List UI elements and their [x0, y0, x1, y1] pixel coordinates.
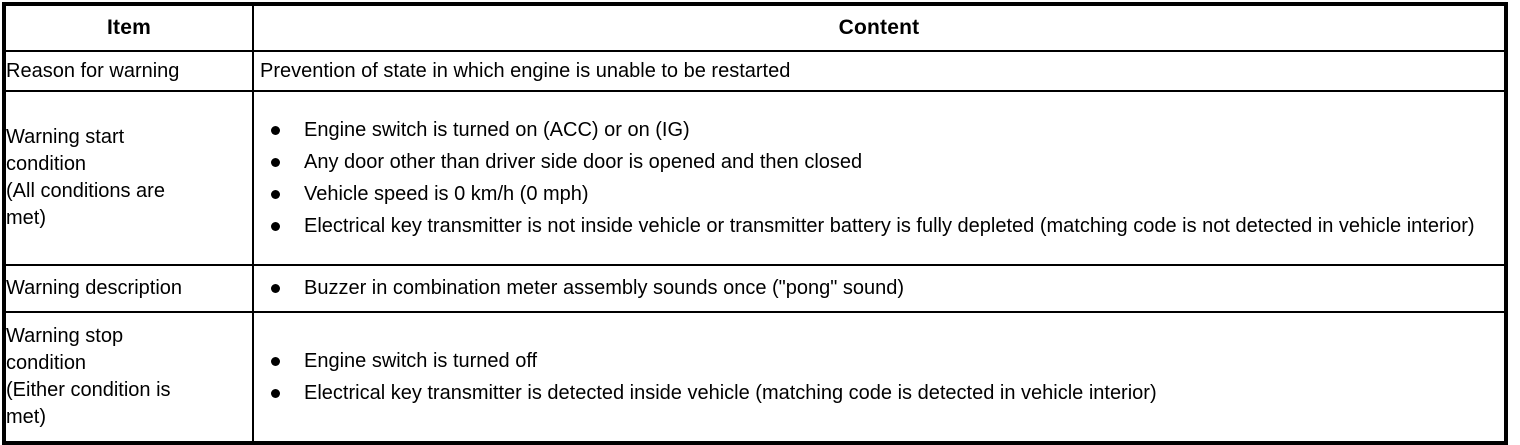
- row-label-warning-stop-condition: Warning stop condition (Either condition…: [3, 311, 254, 444]
- row-content-warning-description: Buzzer in combination meter assembly sou…: [252, 264, 1507, 313]
- bullet-list-start-condition: Engine switch is turned on (ACC) or on (…: [254, 117, 1504, 240]
- table-row: Reason for warning Prevention of state i…: [3, 50, 1507, 92]
- list-item: Electrical key transmitter is detected i…: [271, 380, 1504, 407]
- list-item-text: Electrical key transmitter is detected i…: [304, 381, 1157, 404]
- row-label-warning-description: Warning description: [3, 264, 254, 313]
- column-header-item: Item: [3, 3, 254, 52]
- list-item-text: Engine switch is turned off: [304, 349, 538, 372]
- table-row: Warning description Buzzer in combinatio…: [3, 264, 1507, 313]
- list-item: Buzzer in combination meter assembly sou…: [271, 275, 1504, 302]
- row-label-warning-start-condition: Warning start condition (All conditions …: [3, 90, 254, 266]
- row-content-warning-start-condition: Engine switch is turned on (ACC) or on (…: [252, 90, 1507, 266]
- list-item-text: Electrical key transmitter is not inside…: [304, 214, 1475, 237]
- list-item: Engine switch is turned off: [271, 348, 1504, 375]
- list-item: Vehicle speed is 0 km/h (0 mph): [271, 181, 1504, 208]
- bullet-list-stop-condition: Engine switch is turned off Electrical k…: [254, 348, 1504, 407]
- row-label-reason-for-warning: Reason for warning: [3, 50, 254, 92]
- row-content-reason-for-warning: Prevention of state in which engine is u…: [252, 50, 1507, 92]
- table-row: Warning stop condition (Either condition…: [3, 311, 1507, 444]
- bullet-icon: [271, 157, 280, 167]
- table-row: Warning start condition (All conditions …: [3, 90, 1507, 266]
- bullet-icon: [271, 125, 280, 135]
- bullet-list-warning-description: Buzzer in combination meter assembly sou…: [254, 275, 1504, 302]
- bullet-icon: [271, 221, 280, 231]
- row-content-warning-stop-condition: Engine switch is turned off Electrical k…: [252, 311, 1507, 444]
- bullet-icon: [271, 388, 280, 398]
- list-item-text: Engine switch is turned on (ACC) or on (…: [304, 118, 690, 141]
- bullet-icon: [271, 284, 280, 293]
- list-item-text: Vehicle speed is 0 km/h (0 mph): [304, 182, 589, 205]
- reason-text: Prevention of state in which engine is u…: [260, 59, 791, 82]
- list-item-text: Buzzer in combination meter assembly sou…: [304, 277, 905, 299]
- bullet-icon: [271, 356, 280, 366]
- list-item: Engine switch is turned on (ACC) or on (…: [271, 117, 1504, 144]
- bullet-icon: [271, 189, 280, 199]
- list-item: Any door other than driver side door is …: [271, 149, 1504, 176]
- column-header-content: Content: [252, 3, 1507, 52]
- table-header-row: Item Content: [3, 3, 1507, 52]
- list-item-text: Any door other than driver side door is …: [304, 150, 863, 173]
- list-item: Electrical key transmitter is not inside…: [271, 213, 1504, 240]
